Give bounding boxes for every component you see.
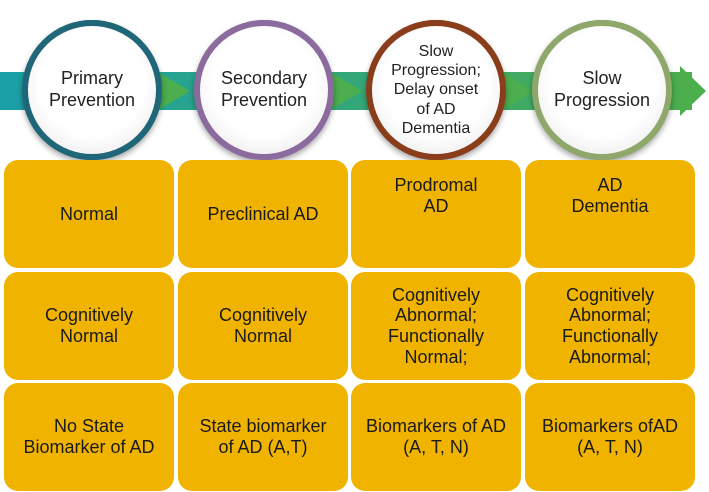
- cell-text: No State Biomarker of AD: [23, 416, 155, 457]
- stage-circle-slow-progression-delay: Slow Progression; Delay onset of AD Deme…: [366, 20, 506, 160]
- stage-label: Slow Progression; Delay onset of AD Deme…: [391, 43, 481, 137]
- cell-cognition-3: Cognitively Abnormal; Functionally Norma…: [351, 272, 521, 380]
- cell-text: Normal: [59, 203, 118, 224]
- cell-biomarker-3: Biomarkers of AD (A, T, N): [351, 383, 521, 491]
- stage-circle-secondary-prevention: Secondary Prevention: [194, 20, 334, 160]
- arrow-head-end: [680, 66, 706, 116]
- cell-text: AD Dementia: [571, 175, 649, 216]
- stage-label: Primary Prevention: [48, 68, 136, 110]
- cell-biomarker-2: State biomarker of AD (A,T): [178, 383, 348, 491]
- cell-cognition-4: Cognitively Abnormal; Functionally Abnor…: [525, 272, 695, 380]
- cell-text: Prodromal AD: [394, 175, 478, 216]
- cell-biomarker-1: No State Biomarker of AD: [4, 383, 174, 491]
- stage-label: Slow Progression: [553, 68, 651, 110]
- cell-text: State biomarker of AD (A,T): [199, 416, 327, 457]
- cell-text: Cognitively Normal: [218, 305, 308, 346]
- arrow-head-1: [158, 72, 190, 110]
- cell-text: Cognitively Abnormal; Functionally Norma…: [387, 284, 485, 367]
- arrow-head-2: [330, 72, 362, 110]
- cell-cognition-2: Cognitively Normal: [178, 272, 348, 380]
- cell-text: Preclinical AD: [207, 203, 319, 224]
- cell-cognition-1: Cognitively Normal: [4, 272, 174, 380]
- cell-stage-normal: Normal: [4, 160, 174, 268]
- cell-text: Biomarkers ofAD (A, T, N): [541, 416, 679, 457]
- cell-stage-preclinical: Preclinical AD: [178, 160, 348, 268]
- cell-text: Cognitively Normal: [44, 305, 134, 346]
- cell-stage-prodromal: Prodromal AD: [351, 160, 521, 268]
- stage-label: Secondary Prevention: [220, 68, 308, 110]
- cell-text: Cognitively Abnormal; Functionally Abnor…: [561, 284, 659, 367]
- stage-circle-primary-prevention: Primary Prevention: [22, 20, 162, 160]
- arrow-head-3: [502, 72, 534, 110]
- cell-biomarker-4: Biomarkers ofAD (A, T, N): [525, 383, 695, 491]
- cell-stage-dementia: AD Dementia: [525, 160, 695, 268]
- cell-text: Biomarkers of AD (A, T, N): [365, 416, 507, 457]
- stage-circle-slow-progression: Slow Progression: [532, 20, 672, 160]
